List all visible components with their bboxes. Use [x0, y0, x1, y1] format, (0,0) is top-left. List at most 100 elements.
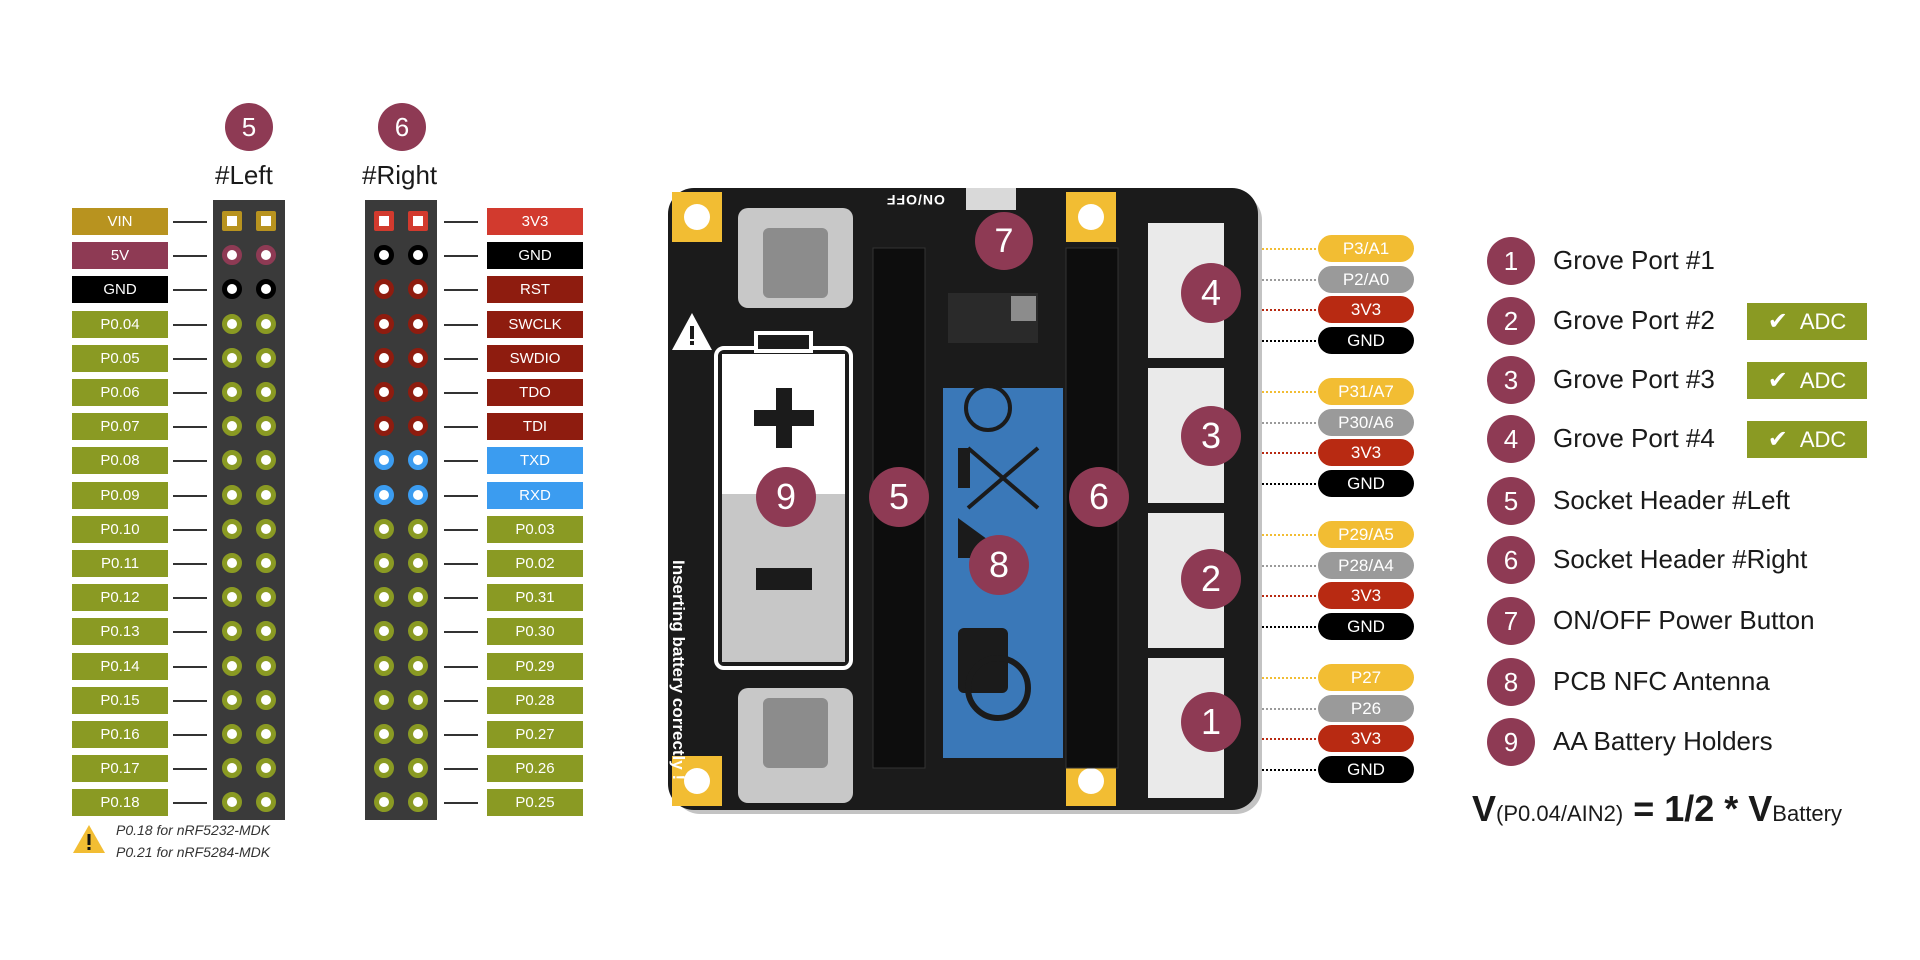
left-pin-hole [256, 313, 276, 334]
right-pin-hole [408, 655, 428, 676]
left-pin-label: P0.05 [72, 344, 168, 372]
right-pin-hole [408, 382, 428, 402]
right-pin-lead [444, 597, 478, 600]
right-pin-hole [374, 587, 394, 608]
left-pin-hole [222, 245, 242, 266]
right-pin-hole [374, 553, 394, 573]
right-pin-label: P0.29 [487, 652, 583, 680]
right-pin-label: P0.27 [487, 721, 583, 748]
legend-marker: 3 [1487, 356, 1535, 404]
legend-marker: 1 [1487, 237, 1535, 285]
legend-label: Grove Port #4 [1553, 423, 1715, 453]
left-pin-hole [222, 518, 242, 539]
grove-pin-label: 3V3 [1318, 296, 1414, 323]
left-header-marker: 5 [225, 103, 273, 151]
left-pin-lead [173, 563, 207, 565]
right-pin-hole [408, 211, 428, 231]
grove-pin-lead [1262, 421, 1316, 424]
right-pin-label: 3V3 [487, 208, 583, 235]
grove-pin-label: P29/A5 [1318, 521, 1414, 548]
left-pin-label: 5V [72, 242, 168, 270]
grove-pin-lead [1262, 564, 1316, 567]
right-pin-label: P0.28 [487, 686, 583, 714]
left-pin-label: P0.18 [72, 789, 168, 817]
right-pin-lead [444, 289, 478, 292]
legend-label: Socket Header #Left [1553, 485, 1791, 515]
left-pin-lead [173, 494, 207, 497]
grove-pin-lead [1262, 248, 1316, 250]
left-pin-hole [222, 689, 242, 710]
note-line-1: P0.18 for nRF5232-MDK [116, 822, 271, 838]
left-pin-lead [173, 665, 207, 668]
left-header-strip [213, 200, 285, 820]
right-pin-hole [408, 518, 428, 539]
right-pin-lead [444, 221, 478, 223]
right-pin-lead [444, 563, 478, 565]
formula-sub1: (P0.04/AIN2) [1496, 801, 1624, 826]
left-pin-hole [256, 416, 276, 437]
check-icon: ✔ [1767, 367, 1788, 394]
right-pin-lead [444, 255, 478, 258]
left-pin-hole [222, 792, 242, 813]
right-pin-hole [408, 245, 428, 266]
right-pin-hole [374, 416, 394, 437]
adc-badge: ✔ADC [1747, 362, 1867, 399]
right-pin-label: RST [487, 276, 583, 304]
legend-marker: 9 [1487, 718, 1535, 766]
right-pin-hole [408, 553, 428, 573]
right-pin-lead [444, 802, 478, 805]
legend-marker: 4 [1487, 415, 1535, 463]
left-pin-hole [256, 245, 276, 266]
right-pin-lead [444, 494, 478, 497]
legend-label: AA Battery Holders [1553, 726, 1773, 756]
right-pin-hole [408, 792, 428, 813]
grove-pin-lead [1262, 534, 1316, 536]
left-pin-hole [256, 347, 276, 368]
right-pin-label: P0.31 [487, 584, 583, 612]
right-pin-lead [444, 323, 478, 326]
right-pin-label: P0.03 [487, 515, 583, 543]
left-pin-label: P0.04 [72, 310, 168, 338]
left-pin-lead [173, 597, 207, 600]
grove-pin-lead [1262, 391, 1316, 393]
right-pin-lead [444, 699, 478, 702]
right-pin-label: SWDIO [487, 344, 583, 372]
right-pin-hole [374, 792, 394, 813]
warning-icon [72, 824, 106, 859]
right-header-title: #Right [362, 160, 438, 190]
formula-v: V [1472, 788, 1497, 829]
right-pin-hole [374, 245, 394, 266]
left-pin-lead [173, 357, 207, 360]
left-pin-hole [256, 553, 276, 573]
legend-label: ON/OFF Power Button [1553, 605, 1815, 635]
left-pin-lead [173, 768, 207, 771]
legend-label: Grove Port #3 [1553, 364, 1715, 394]
board-marker-right-header: 6 [1069, 467, 1129, 527]
right-pin-hole [408, 689, 428, 710]
grove-pin-lead [1262, 482, 1316, 485]
adc-badge: ✔ ADC [1747, 303, 1867, 340]
right-pin-hole [374, 724, 394, 744]
left-pin-hole [256, 450, 276, 471]
legend-label: Grove Port #1 [1553, 245, 1715, 275]
left-pin-lead [173, 460, 207, 463]
check-icon: ✔ [1767, 308, 1788, 335]
left-pin-lead [173, 221, 207, 223]
right-pin-hole [374, 689, 394, 710]
right-pin-hole [408, 621, 428, 642]
left-pin-label: P0.12 [72, 584, 168, 612]
battery-warning-text: Inserting battery correctly ! [669, 560, 688, 781]
right-pin-hole [408, 724, 428, 744]
left-pin-hole [222, 655, 242, 676]
right-pin-label: TDO [487, 379, 583, 406]
left-pin-lead [173, 255, 207, 258]
right-pin-hole [374, 758, 394, 779]
left-pin-hole [222, 450, 242, 471]
left-pin-lead [173, 699, 207, 702]
right-pin-lead [444, 528, 478, 531]
right-pin-label: TDI [487, 413, 583, 441]
board-marker-grove-3: 3 [1181, 406, 1241, 466]
formula-v2: V [1748, 788, 1773, 829]
left-pin-label: VIN [72, 208, 168, 235]
adc-badge-label: ADC [1799, 308, 1847, 334]
